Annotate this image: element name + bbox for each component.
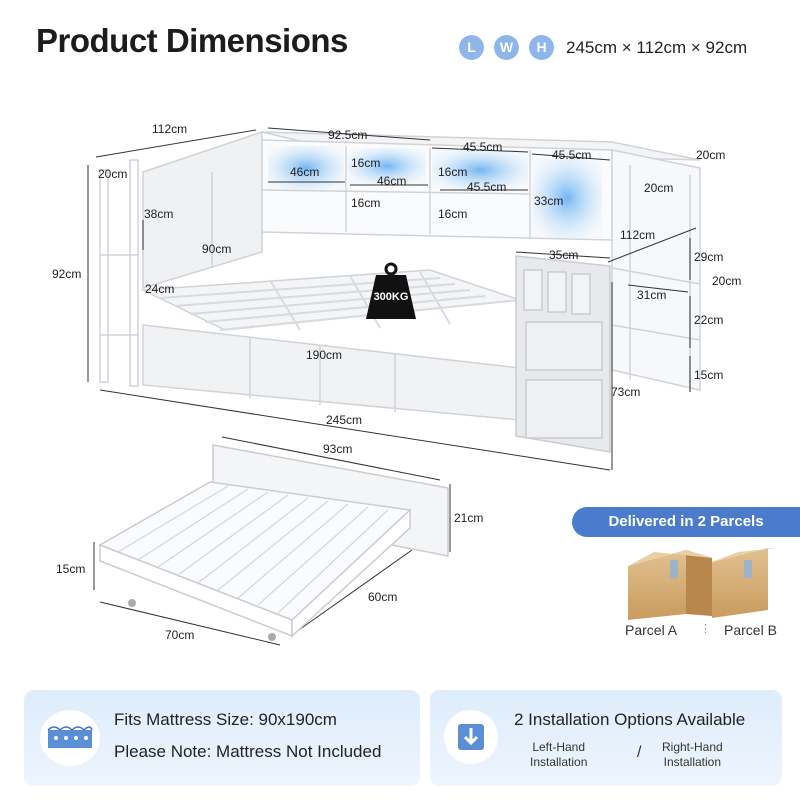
dim-93: 93cm [323,442,353,456]
length-badge: L [459,35,484,60]
page-title: Product Dimensions [36,22,348,59]
dim-35: 35cm [549,248,579,262]
dim-46-a: 46cm [290,165,320,179]
dim-45-5-c: 45.5cm [467,180,507,194]
right-hand-installation: Right-Hand Installation [662,740,723,769]
dim-15-side: 15cm [694,368,724,382]
dim-92: 92cm [52,267,82,281]
dim-21: 21cm [454,511,484,525]
dim-46-b: 46cm [377,174,407,188]
parcel-separator: ⋮ [700,623,711,635]
dim-15-drawer: 15cm [56,562,86,576]
dim-16-c: 16cm [351,196,381,210]
height-badge: H [529,35,554,60]
dim-245: 245cm [326,413,363,427]
overall-dimensions: 245cm × 112cm × 92cm [566,38,748,57]
weight-icon [366,262,416,319]
dim-60: 60cm [368,590,398,604]
installation-icon [444,710,498,764]
dim-24: 24cm [145,282,175,296]
dim-22: 22cm [694,313,724,327]
dim-20-shelf: 20cm [644,181,674,195]
dim-112-top: 112cm [152,122,188,136]
parcel-a-label: Parcel A [625,622,678,638]
dim-190: 190cm [306,348,343,362]
dim-20-left: 20cm [98,167,128,181]
dim-20-side: 20cm [712,274,742,288]
mattress-icon [40,710,100,766]
installation-title: 2 Installation Options Available [514,710,746,729]
parcel-b-label: Parcel B [724,622,777,638]
dim-73: 73cm [611,385,641,399]
dim-90: 90cm [202,242,232,256]
dim-16-b: 16cm [438,165,468,179]
dim-16-a: 16cm [351,156,381,170]
mattress-note-text: Please Note: Mattress Not Included [114,742,382,761]
width-badge: W [494,35,519,60]
weight-capacity-label: 300KG [373,291,409,303]
parcels-banner: Delivered in 2 Parcels [572,507,800,537]
parcel-boxes [628,548,776,620]
weight-capacity-badge: 300KG [360,261,422,323]
mattress-size-text: Fits Mattress Size: 90x190cm [114,710,337,729]
mattress-info-panel: Fits Mattress Size: 90x190cm Please Note… [24,690,420,786]
installation-separator: / [637,744,642,761]
drawer-drawing [98,444,449,641]
dim-38: 38cm [144,207,174,221]
dim-20-right-top: 20cm [696,148,726,162]
dim-33: 33cm [534,194,564,208]
dimension-lines [87,127,697,646]
dim-70: 70cm [165,628,195,642]
dim-45-5-b: 45.5cm [552,148,592,162]
installation-panel: 2 Installation Options Available Left-Ha… [430,690,782,786]
dim-112-right: 112cm [620,228,656,242]
dim-31: 31cm [637,288,667,302]
bed-frame [99,130,701,453]
dim-16-d: 16cm [438,207,468,221]
dim-92-5: 92.5cm [328,128,368,142]
dim-45-5-a: 45.5cm [463,140,503,154]
left-hand-installation: Left-Hand Installation [530,740,588,769]
dim-29: 29cm [694,250,724,264]
